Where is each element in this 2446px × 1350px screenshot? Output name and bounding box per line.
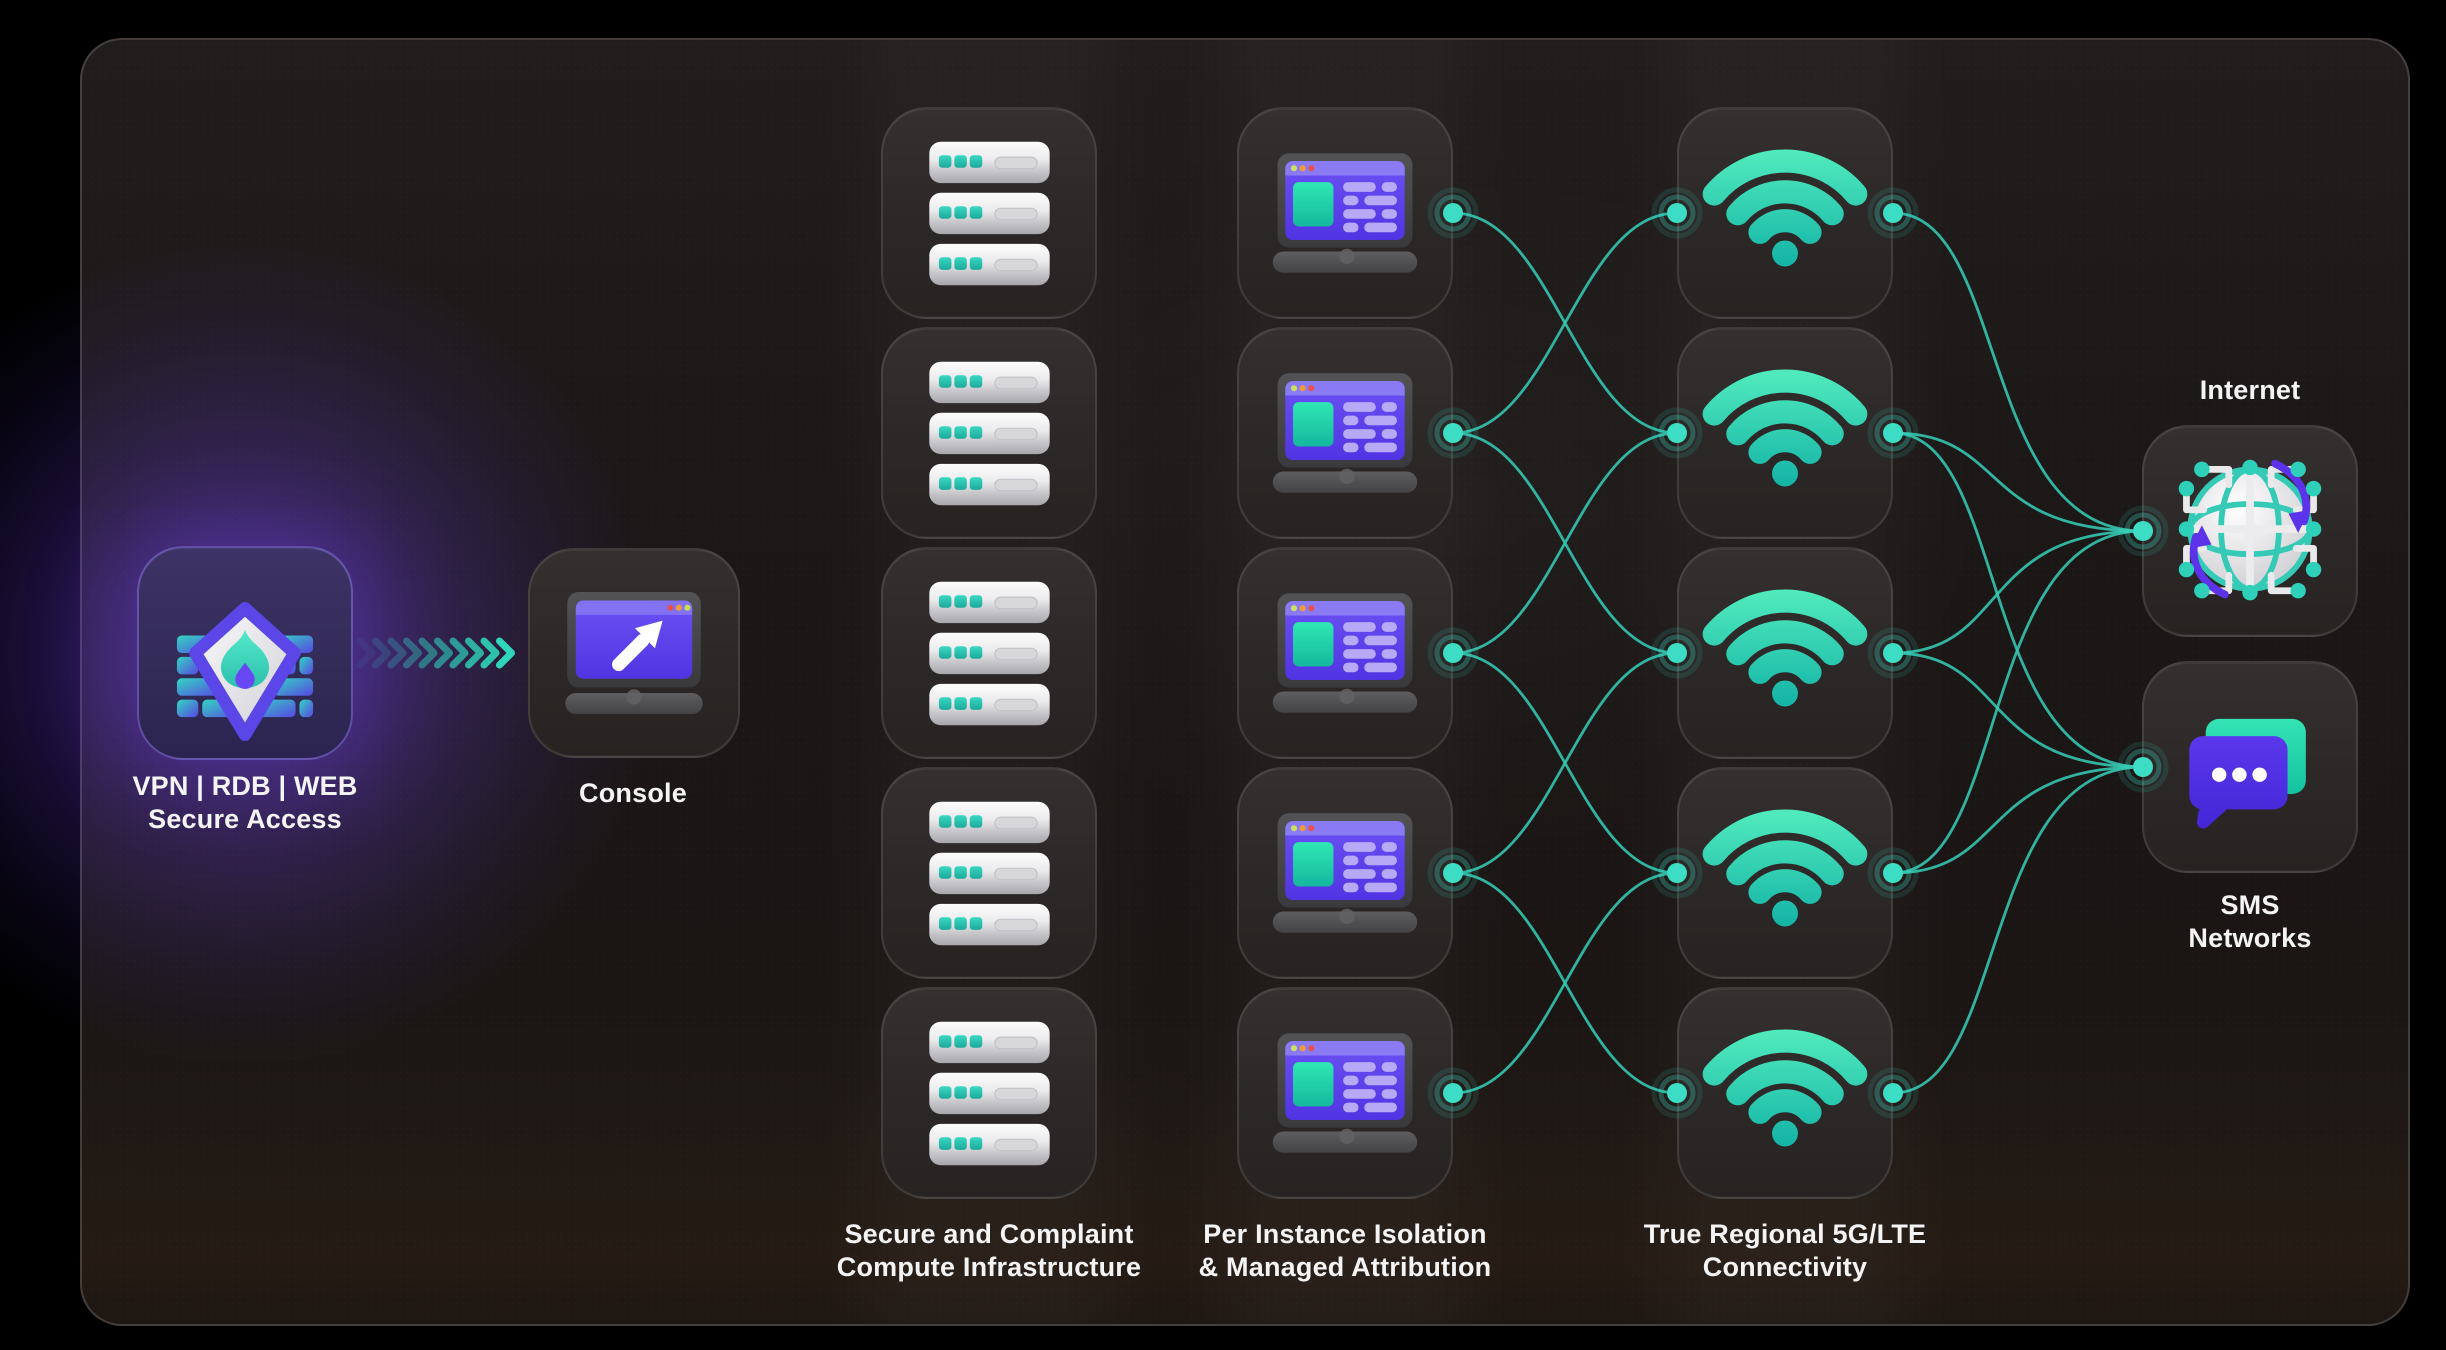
connectivity-column-label: True Regional 5G/LTE Connectivity: [1643, 1219, 1927, 1282]
connectivity-node-tile: [1677, 987, 1893, 1199]
secure-access-label: VPN | RDB | WEB Secure Access: [64, 770, 426, 836]
isolation-node-tile: [1237, 107, 1453, 319]
internet-node: [2142, 425, 2358, 637]
secure-access-label-line1: VPN | RDB | WEB: [132, 771, 358, 801]
console-label: Console: [579, 778, 687, 808]
isolation-column-label: Per Instance Isolation & Managed Attribu…: [1198, 1219, 1492, 1282]
sms-networks-node: [2142, 661, 2358, 873]
secure-access-label-line2: Secure Access: [148, 804, 342, 834]
secure-access-node: [137, 546, 353, 760]
console-node: [528, 548, 740, 758]
isolation-node-tile: [1237, 987, 1453, 1199]
sms-networks-label: SMS Networks: [2188, 890, 2312, 953]
compute-node-tile: [881, 107, 1097, 319]
compute-node-tile: [881, 987, 1097, 1199]
connectivity-node-tile: [1677, 327, 1893, 539]
internet-label: Internet: [2199, 375, 2301, 405]
connectivity-node-tile: [1677, 547, 1893, 759]
compute-column-label: Secure and Complaint Compute Infrastruct…: [836, 1219, 1142, 1282]
compute-node-tile: [881, 547, 1097, 759]
compute-node-tile: [881, 767, 1097, 979]
isolation-node-tile: [1237, 547, 1453, 759]
isolation-node-tile: [1237, 767, 1453, 979]
compute-node-tile: [881, 327, 1097, 539]
